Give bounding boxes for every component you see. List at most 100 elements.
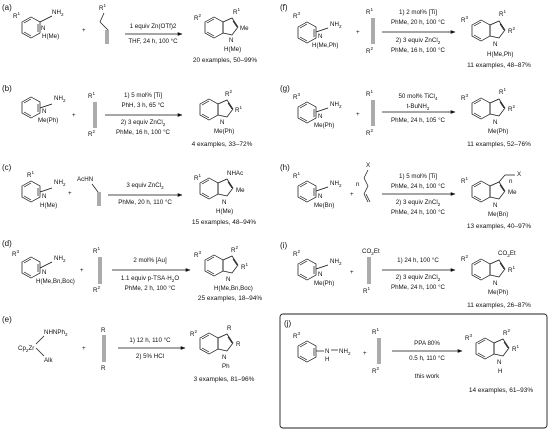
svg-text:NH2: NH2: [54, 255, 66, 263]
panel-g-indole-product: R3 R1 R2 N Me(Ph): [461, 87, 515, 135]
panel-d-label: (d): [2, 239, 12, 248]
panel-j: (j) R3 N H NH2 + R1 R2 PPA 80% 0.5 h, 11…: [279, 313, 548, 429]
svg-text:H: H: [325, 356, 329, 363]
panel-i: (i) R2 NH2 N Me(Ph) + CO2Et R1 1) 24 h, …: [280, 241, 531, 309]
panel-i-alkyne: CO2Et R1: [362, 248, 380, 295]
svg-text:+: +: [350, 191, 354, 198]
svg-text:Me: Me: [508, 189, 517, 196]
svg-text:PhMe, 16 h, 100 °C: PhMe, 16 h, 100 °C: [391, 47, 446, 54]
svg-text:R3: R3: [293, 331, 300, 340]
panel-d-indole-product: R3 R2 R1 N H(Me,Bn,Boc): [194, 245, 253, 292]
svg-text:R1: R1: [512, 344, 519, 353]
panel-b: (b) NH2 N Me(Ph) + R1 R2 1) 5 mol% [Ti] …: [2, 84, 253, 148]
svg-text:N: N: [222, 354, 226, 361]
panel-b-alkyne: R1 R2: [88, 91, 97, 138]
panel-f-result: 11 examples, 48–87%: [467, 62, 531, 69]
panel-b-condition-2: PhH, 3 h, 65 °C: [121, 102, 165, 109]
svg-text:Me(Bn): Me(Bn): [314, 202, 334, 209]
svg-text:R3: R3: [293, 92, 300, 101]
svg-text:X: X: [366, 162, 370, 169]
svg-text:Me(Ph): Me(Ph): [314, 122, 334, 129]
svg-text:NH2: NH2: [330, 101, 342, 109]
panel-j-frame: [279, 313, 548, 429]
panel-j-indole-product: R3 R2 R1 N H: [465, 328, 519, 375]
svg-text:N: N: [41, 25, 45, 32]
panel-j-condition-2: 0.5 h, 110 °C: [409, 355, 445, 362]
panel-i-indole-product: R2 CO2Et R1 N Me(Ph): [461, 250, 516, 296]
svg-text:N: N: [42, 108, 46, 115]
svg-text:+: +: [68, 190, 72, 197]
svg-text:R2: R2: [461, 254, 468, 263]
panel-f-alkyne: R1 R2: [366, 7, 375, 55]
panel-c-result: 15 examples, 48–94%: [192, 219, 257, 226]
svg-text:R2: R2: [231, 245, 238, 254]
panel-d-alkyne: R1 R2: [93, 246, 102, 294]
svg-text:R1: R1: [366, 7, 373, 16]
svg-text:N: N: [493, 41, 497, 48]
svg-text:N: N: [226, 276, 230, 283]
panel-j-condition-1: PPA 80%: [414, 340, 440, 347]
svg-text:50 mol% TiCl4: 50 mol% TiCl4: [398, 93, 437, 101]
panel-e-alkyne: R R: [101, 327, 106, 372]
panel-a: (a) R1 NH2 N H(Me) + R1 1 equiv Zn(OTf)2…: [2, 3, 257, 64]
svg-text:+: +: [82, 27, 86, 34]
svg-text:R1: R1: [293, 171, 300, 180]
svg-text:H(Me): H(Me): [40, 202, 57, 209]
panel-g-result: 11 examples, 52–76%: [467, 141, 531, 148]
panel-c: (c) R1 NH2 N H(Me) + AcHN 3 equiv ZnCl2 …: [2, 163, 256, 226]
svg-text:H(Me,Bn,Boc): H(Me,Bn,Boc): [214, 285, 253, 292]
panel-c-label: (c): [2, 163, 12, 172]
svg-text:H(Me): H(Me): [224, 46, 241, 53]
svg-text:R2: R2: [372, 366, 379, 375]
svg-text:X: X: [517, 171, 521, 178]
panel-i-condition-1: 1) 24 h, 100 °C: [397, 257, 439, 264]
svg-text:Me(Ph): Me(Ph): [38, 117, 58, 124]
svg-text:R2: R2: [93, 285, 100, 294]
svg-text:CO2Et: CO2Et: [498, 250, 516, 258]
panel-c-indole-product: R1 NHAc Me N H(Me): [194, 170, 245, 215]
svg-text:N: N: [318, 113, 322, 120]
svg-text:Me: Me: [236, 187, 245, 194]
svg-text:Ph: Ph: [222, 363, 230, 370]
svg-text:R2: R2: [225, 89, 232, 98]
svg-text:N: N: [42, 193, 46, 200]
panel-b-indole-product: R2 R1 N Me(Ph): [199, 89, 242, 135]
panel-d-result: 25 examples, 18–94%: [198, 295, 263, 302]
panel-j-alkyne: R1 R2: [372, 327, 381, 375]
svg-text:N: N: [318, 271, 322, 278]
panel-e-result: 3 examples, 81–96%: [194, 376, 255, 383]
panel-d: (d) R3 NH2 N H(Me,Bn,Boc) + R1 R2 2 mol%…: [2, 239, 262, 302]
panel-a-label: (a): [2, 3, 12, 12]
panel-b-arylhydrazine: NH2 N Me(Ph): [21, 95, 66, 124]
panel-i-label: (i): [280, 241, 287, 250]
svg-text:R1: R1: [194, 173, 201, 182]
svg-text:Cp2Zr: Cp2Zr: [18, 345, 34, 353]
svg-text:R2: R2: [503, 328, 510, 337]
svg-text:n: n: [509, 178, 513, 185]
svg-text:R1: R1: [13, 11, 20, 20]
svg-text:2) 3 equiv ZnCl2: 2) 3 equiv ZnCl2: [121, 119, 166, 127]
svg-text:1.1 equiv p-TSA·H2O: 1.1 equiv p-TSA·H2O: [121, 275, 179, 283]
panel-e-condition-1: 1) 12 h, 110 °C: [129, 337, 171, 344]
svg-text:+: +: [72, 112, 76, 119]
panel-d-arylhydrazine: R3 NH2 N H(Me,Bn,Boc): [12, 249, 75, 285]
panel-g-label: (g): [280, 84, 290, 93]
svg-text:R3: R3: [465, 333, 472, 342]
svg-text:R1: R1: [363, 286, 370, 295]
svg-text:R1: R1: [93, 246, 100, 255]
svg-text:R1: R1: [372, 327, 379, 336]
svg-text:NH2: NH2: [330, 180, 342, 188]
panel-j-this-work: this work: [415, 373, 440, 380]
svg-text:R1: R1: [499, 87, 506, 96]
svg-text:R3: R3: [461, 93, 468, 102]
svg-text:R1: R1: [233, 7, 240, 16]
svg-text:N: N: [325, 348, 329, 355]
svg-text:R3: R3: [194, 250, 201, 259]
svg-text:H(Me): H(Me): [42, 33, 59, 40]
panel-j-result: 14 examples, 61–93%: [469, 387, 534, 394]
panel-a-condition-1: 1 equiv Zn(OTf)2: [130, 23, 177, 30]
panel-b-label: (b): [2, 84, 12, 93]
svg-text:H(Me,Ph): H(Me,Ph): [487, 51, 513, 58]
panel-g-arylhydrazine: R3 NH2 N Me(Ph): [293, 92, 342, 129]
